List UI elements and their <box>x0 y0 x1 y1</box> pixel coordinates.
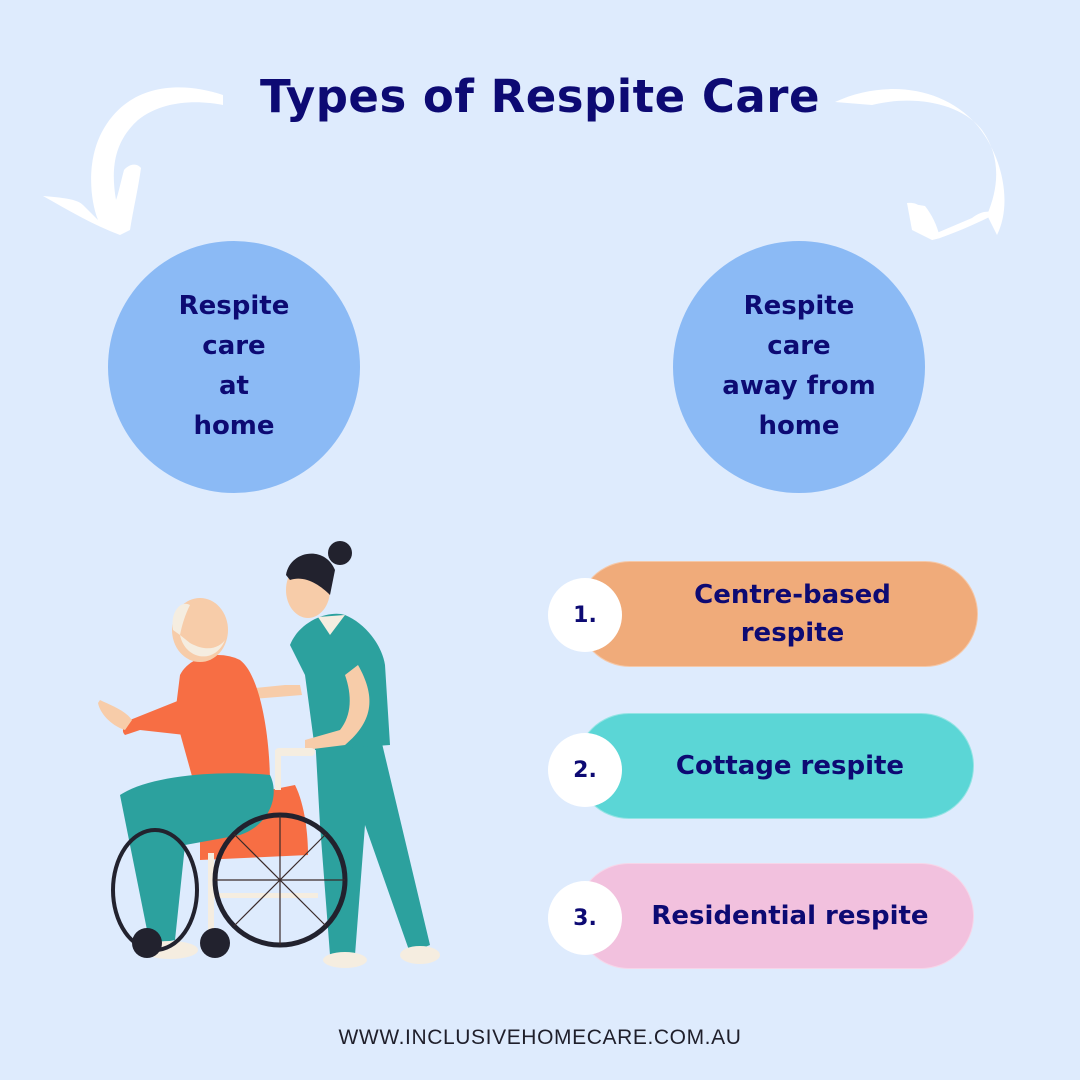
circle-respite-at-home: Respite care at home <box>108 241 360 493</box>
circle-label: Respite care away from home <box>722 291 876 441</box>
curved-arrow-down-right-icon <box>835 89 1005 240</box>
circle-respite-away-from-home: Respite care away from home <box>673 241 925 493</box>
list-item-residential: Residential respite <box>576 863 974 969</box>
page-title: Types of Respite Care <box>260 70 820 123</box>
list-number-badge: 2. <box>548 733 622 807</box>
list-number-badge: 1. <box>548 578 622 652</box>
list-item-label: Residential respite <box>651 901 929 931</box>
curved-arrow-down-left-icon <box>43 87 223 235</box>
list-item-centre-based: Centre-based respite <box>577 561 978 667</box>
list-item-label: Centre-based respite <box>694 580 891 648</box>
list-item-label: Cottage respite <box>675 751 905 781</box>
nurse-pushing-wheelchair-illustration <box>98 541 440 968</box>
list-number-badge: 3. <box>548 881 622 955</box>
circle-label: Respite care at home <box>178 291 290 441</box>
website-url: WWW.INCLUSIVEHOMECARE.COM.AU <box>338 1026 742 1049</box>
list-item-cottage: Cottage respite <box>576 713 974 819</box>
